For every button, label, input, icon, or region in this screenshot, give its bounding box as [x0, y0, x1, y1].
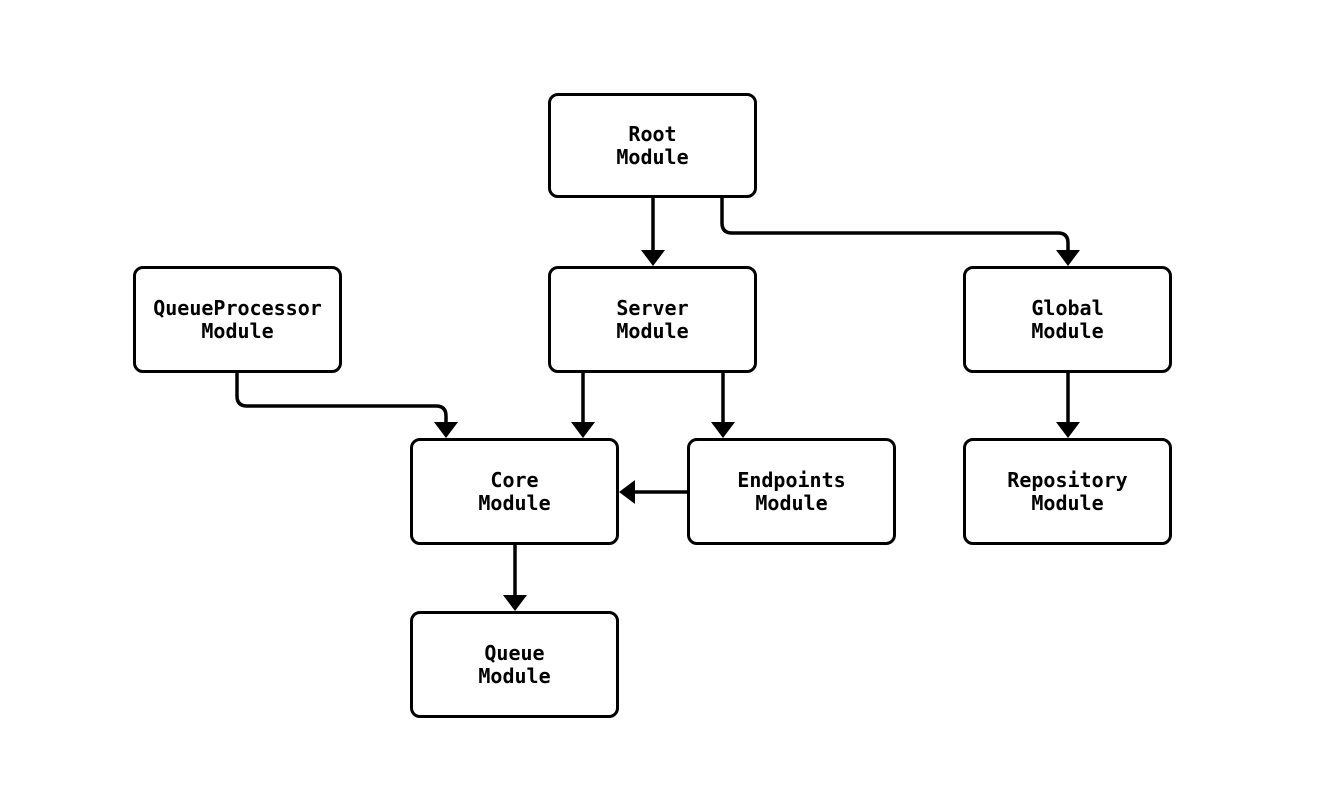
node-core-module: Core Module	[410, 438, 619, 545]
node-label-line1: Core	[490, 467, 539, 492]
node-endpoints-module: Endpoints Module	[687, 438, 896, 545]
node-queue-module: Queue Module	[410, 611, 619, 718]
node-server-module: Server Module	[548, 266, 757, 373]
node-label-line2: Module	[1031, 490, 1104, 515]
arrowhead-endpoints-core	[619, 480, 635, 504]
node-label-line1: Root	[628, 121, 677, 146]
arrowhead-root-global	[1056, 250, 1080, 266]
node-global-module: Global Module	[963, 266, 1172, 373]
node-label-line2: Module	[201, 318, 274, 343]
node-root-module: Root Module	[548, 93, 757, 198]
node-label-line2: Module	[478, 490, 551, 515]
node-repository-module: Repository Module	[963, 438, 1172, 545]
node-label-line2: Module	[1031, 318, 1104, 343]
node-label-line1: Endpoints	[737, 467, 846, 492]
arrowhead-server-endpoints	[711, 422, 735, 438]
edge-queueproc-core	[235, 373, 448, 423]
node-label-line1: Queue	[484, 640, 545, 665]
node-label-line1: Repository	[1007, 467, 1128, 492]
arrowhead-server-core	[571, 422, 595, 438]
node-label-line1: Server	[616, 295, 689, 320]
node-label-line2: Module	[616, 318, 689, 343]
node-label-line2: Module	[755, 490, 828, 515]
arrowhead-queueproc-core	[434, 422, 458, 438]
node-queueprocessor-module: QueueProcessor Module	[133, 266, 342, 373]
node-label-line1: Global	[1031, 295, 1104, 320]
arrowhead-core-queue	[503, 595, 527, 611]
edge-root-global	[720, 198, 1070, 251]
node-label-line1: QueueProcessor	[153, 295, 322, 320]
node-label-line2: Module	[616, 144, 689, 169]
arrowhead-global-repository	[1056, 422, 1080, 438]
node-label-line2: Module	[478, 663, 551, 688]
arrowhead-root-server	[641, 250, 665, 266]
